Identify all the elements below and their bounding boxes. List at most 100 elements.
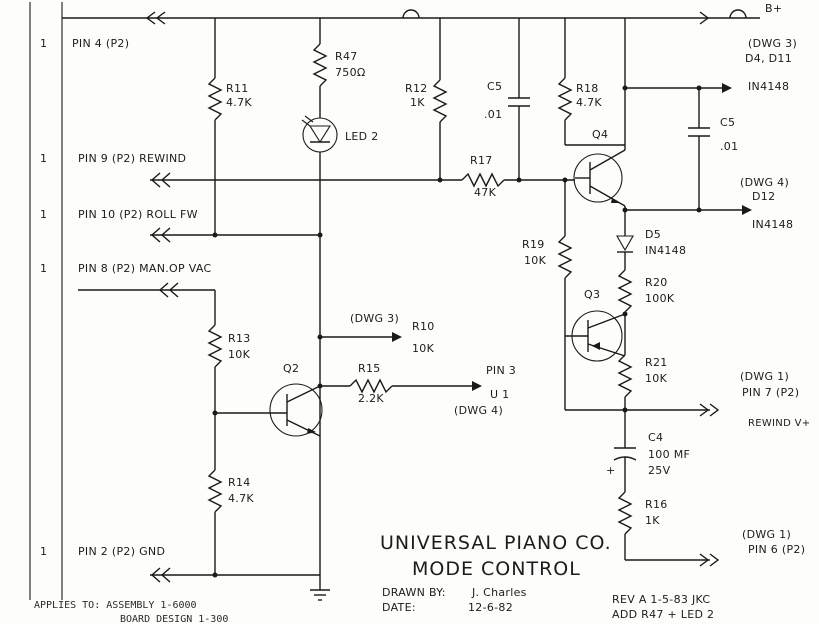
- resistor-r12: R12 1K: [405, 18, 448, 183]
- pin-label: PIN 9 (P2) REWIND: [78, 152, 186, 165]
- pin-row-10: 1 PIN 10 (P2) ROLL FW: [40, 208, 320, 243]
- svg-text:R16: R16: [645, 498, 668, 511]
- rewind-output: (DWG 1) PIN 7 (P2) REWIND V+: [565, 370, 810, 429]
- svg-text:750Ω: 750Ω: [335, 66, 366, 79]
- svg-text:D12: D12: [752, 190, 775, 203]
- svg-text:R14: R14: [228, 476, 251, 489]
- resistor-r11: R11 4.7K: [207, 18, 252, 238]
- pin-row-2: 1 PIN 2 (P2) GND: [40, 545, 320, 583]
- drawn-by-label: DRAWN BY:: [382, 586, 446, 599]
- pin-number: 1: [40, 545, 47, 558]
- svg-text:(DWG 4): (DWG 4): [740, 176, 789, 189]
- svg-text:4.7K: 4.7K: [576, 96, 602, 109]
- d12-output: (DWG 4) D12 IN4148: [622, 176, 793, 231]
- svg-text:.01: .01: [484, 108, 502, 121]
- resistor-r13: R13 10K: [207, 290, 251, 470]
- drawn-by: J. Charles: [471, 586, 527, 599]
- svg-text:C5: C5: [487, 80, 502, 93]
- svg-text:100 MF: 100 MF: [648, 448, 690, 461]
- svg-text:10K: 10K: [524, 254, 547, 267]
- svg-text:R10: R10: [412, 320, 435, 333]
- svg-text:R11: R11: [226, 82, 249, 95]
- svg-text:Q2: Q2: [283, 362, 299, 375]
- svg-text:C4: C4: [648, 431, 663, 444]
- led-2: LED 2: [301, 86, 379, 580]
- svg-text:LED 2: LED 2: [345, 130, 379, 143]
- resistor-r16: R16 1K (DWG 1) PIN 6 (P2): [617, 491, 805, 567]
- svg-text:.01: .01: [720, 140, 738, 153]
- company-name: UNIVERSAL PIANO CO.: [380, 532, 612, 554]
- pin-number: 1: [40, 208, 47, 221]
- svg-text:100K: 100K: [645, 292, 675, 305]
- resistor-r17: R17 47K: [440, 154, 575, 199]
- title-block: UNIVERSAL PIANO CO. MODE CONTROL DRAWN B…: [34, 532, 714, 624]
- svg-text:4.7K: 4.7K: [228, 492, 254, 505]
- svg-text:R13: R13: [228, 332, 251, 345]
- svg-text:R20: R20: [645, 276, 668, 289]
- svg-text:Q4: Q4: [592, 128, 608, 141]
- board-design: BOARD DESIGN 1-300: [120, 614, 228, 624]
- capacitor-c5-right: C5 .01: [688, 88, 738, 210]
- svg-text:(DWG 1): (DWG 1): [740, 370, 789, 383]
- bplus-label: B+: [765, 2, 782, 15]
- svg-text:PIN 7 (P2): PIN 7 (P2): [742, 386, 799, 399]
- pin-label: PIN 4 (P2): [72, 37, 129, 50]
- svg-text:R17: R17: [470, 154, 493, 167]
- svg-text:IN4148: IN4148: [645, 244, 686, 257]
- svg-text:4.7K: 4.7K: [226, 96, 252, 109]
- svg-text:REWIND V+: REWIND V+: [748, 418, 810, 429]
- capacitor-c5-left: C5 .01: [484, 18, 530, 183]
- date: 12-6-82: [468, 601, 513, 614]
- resistor-r21: R21 10K: [617, 350, 668, 448]
- svg-text:U 1: U 1: [490, 388, 509, 401]
- connector-strip: [29, 2, 63, 600]
- transistor-q2: Q2: [215, 362, 323, 437]
- svg-text:D5: D5: [645, 228, 661, 241]
- resistor-r14: R14 4.7K: [207, 469, 254, 578]
- transistor-q4: Q4: [573, 18, 626, 207]
- pin-row-8: 1 PIN 8 (P2) MAN.OP VAC: [40, 262, 215, 298]
- svg-text:R12: R12: [405, 82, 428, 95]
- svg-text:10K: 10K: [228, 348, 251, 361]
- pin-label: PIN 2 (P2) GND: [78, 545, 165, 558]
- svg-text:(DWG 1): (DWG 1): [742, 528, 791, 541]
- svg-text:PIN 3: PIN 3: [486, 364, 516, 377]
- svg-text:(DWG 4): (DWG 4): [454, 404, 503, 417]
- svg-text:D4, D11: D4, D11: [745, 52, 792, 65]
- svg-text:47K: 47K: [474, 186, 497, 199]
- d4-d11-output: (DWG 3) D4, D11 IN4148: [622, 37, 797, 93]
- pin-label: PIN 8 (P2) MAN.OP VAC: [78, 262, 211, 275]
- transistor-q3: Q3: [565, 288, 628, 362]
- revision-note: ADD R47 + LED 2: [612, 608, 714, 621]
- svg-text:C5: C5: [720, 116, 735, 129]
- pin-number: 1: [40, 152, 47, 165]
- svg-text:R18: R18: [576, 82, 599, 95]
- svg-text:PIN 6 (P2): PIN 6 (P2): [748, 543, 805, 556]
- svg-text:25V: 25V: [648, 464, 671, 477]
- revision: REV A 1-5-83 JKC: [612, 593, 710, 606]
- pin-label: PIN 10 (P2) ROLL FW: [78, 208, 198, 221]
- svg-text:+: +: [606, 464, 616, 477]
- svg-text:2.2K: 2.2K: [358, 392, 384, 405]
- resistor-r15: R15 2.2K PIN 3 U 1 (DWG 4): [317, 362, 516, 417]
- svg-text:1K: 1K: [645, 514, 660, 527]
- pin-number: 1: [40, 37, 47, 50]
- bplus-rail: B+: [62, 2, 782, 25]
- ground-symbol: [310, 580, 330, 601]
- svg-text:(DWG 3): (DWG 3): [748, 37, 797, 50]
- svg-text:1K: 1K: [410, 96, 425, 109]
- pin-row-4: 1 PIN 4 (P2): [40, 37, 129, 50]
- svg-text:R47: R47: [335, 50, 358, 63]
- svg-text:IN4148: IN4148: [752, 218, 793, 231]
- svg-text:(DWG 3): (DWG 3): [350, 312, 399, 325]
- resistor-r20: R20 100K: [617, 269, 675, 350]
- capacitor-c4: + C4 100 MF 25V: [606, 431, 690, 492]
- svg-text:R21: R21: [645, 356, 668, 369]
- pin-row-9: 1 PIN 9 (P2) REWIND: [40, 152, 440, 188]
- date-label: DATE:: [382, 601, 416, 614]
- resistor-r19: R19 10K: [522, 177, 573, 410]
- svg-text:IN4148: IN4148: [748, 80, 789, 93]
- svg-text:10K: 10K: [645, 372, 668, 385]
